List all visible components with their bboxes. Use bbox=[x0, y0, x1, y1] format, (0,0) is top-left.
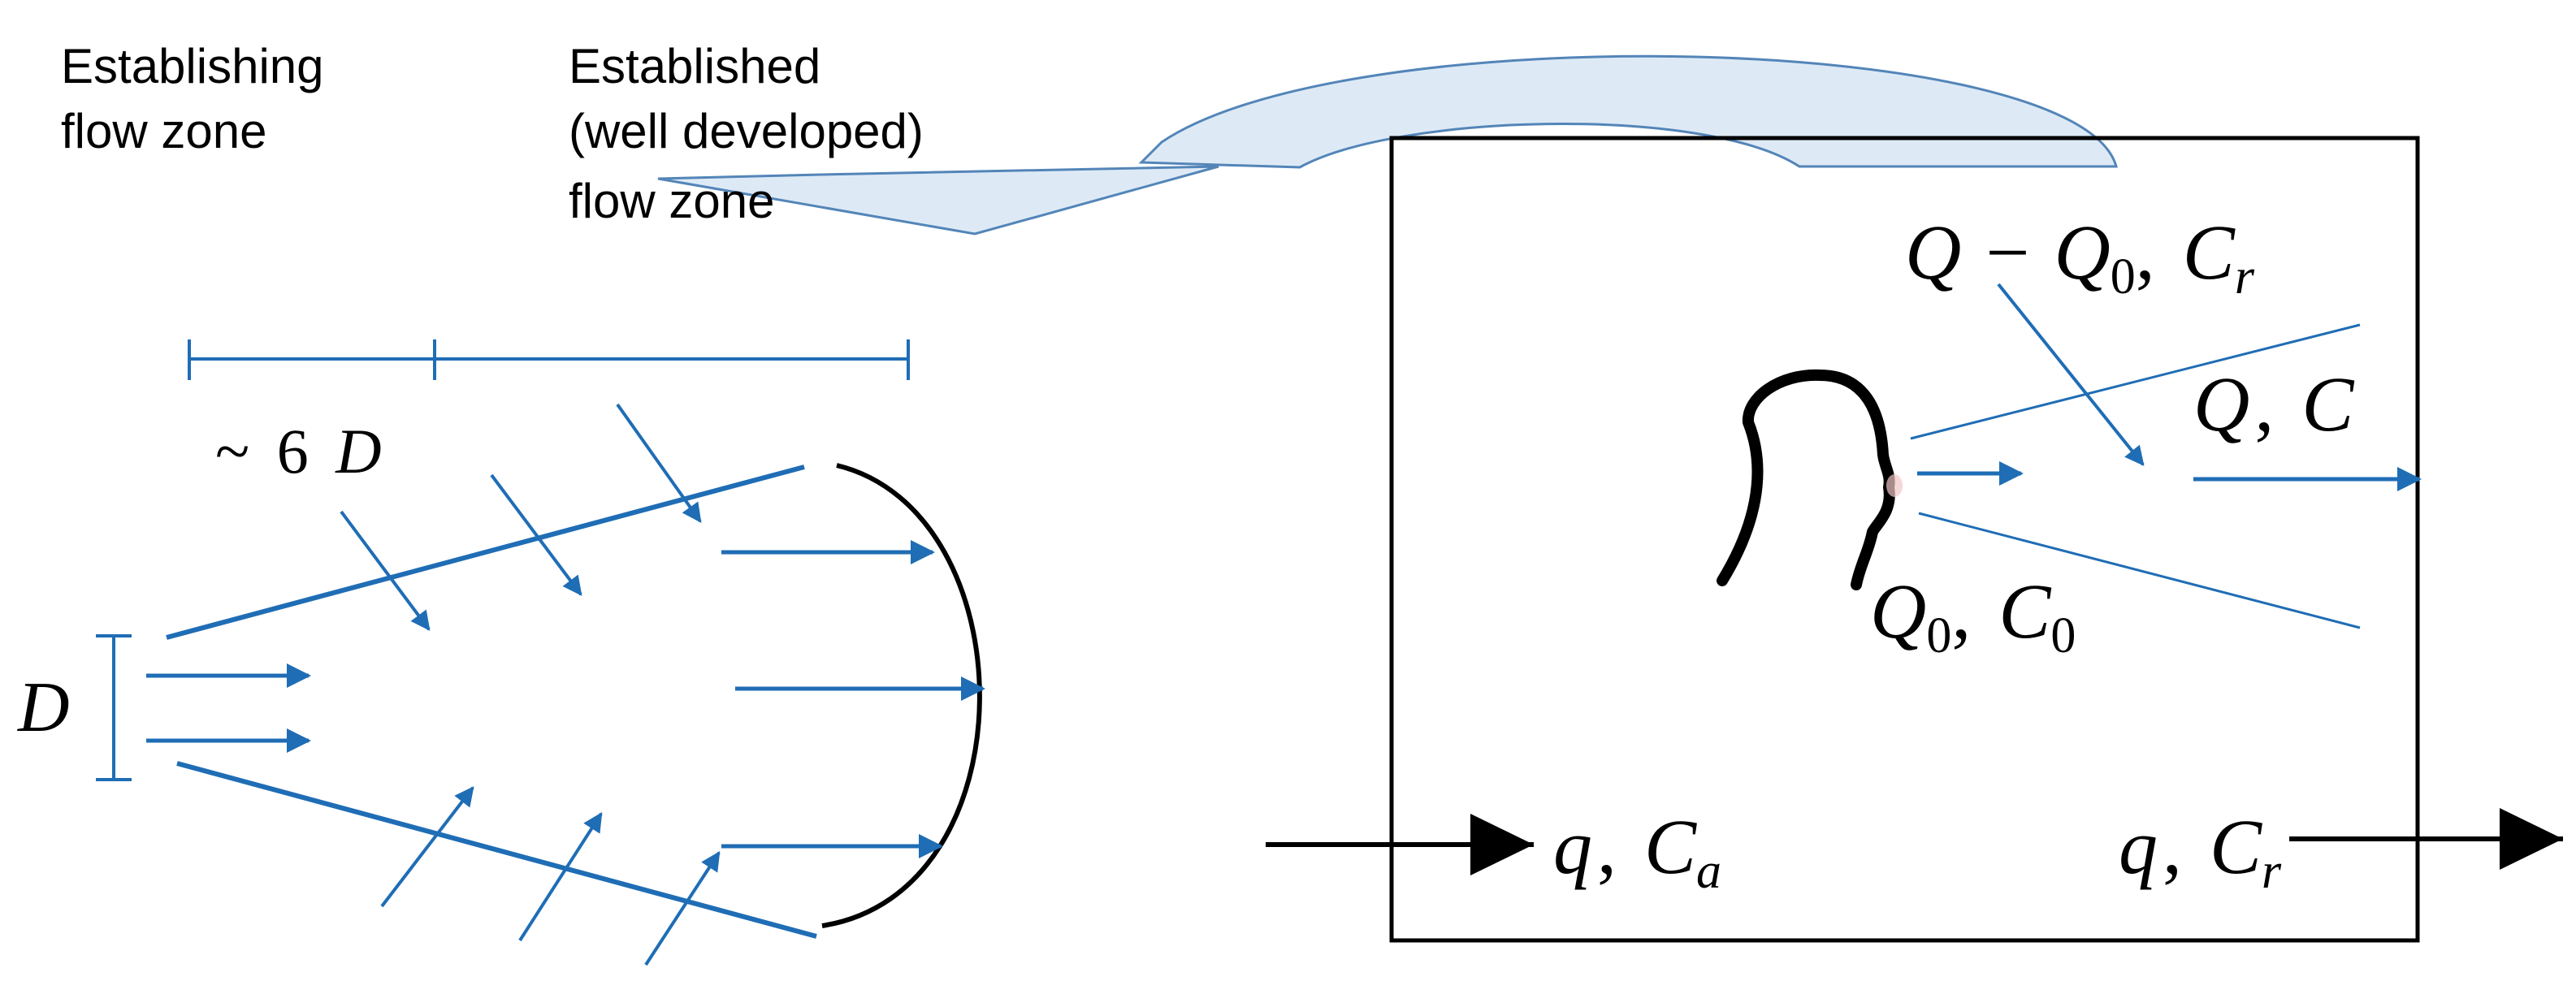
label-q-c: Q, C bbox=[2193, 361, 2354, 447]
established-label-line3: flow zone bbox=[569, 174, 774, 228]
entrainment-arrows-lower bbox=[380, 786, 721, 966]
diameter-label: D bbox=[17, 668, 70, 747]
developed-flow-arrows bbox=[721, 540, 985, 858]
entrainment-inflow-arrow bbox=[1997, 283, 2145, 466]
entrainment-arrows-upper bbox=[340, 403, 702, 631]
person-silhouette bbox=[1717, 369, 1903, 590]
jet-lower-boundary bbox=[176, 761, 817, 939]
jet-upper-boundary bbox=[166, 465, 805, 640]
established-label-line1: Established bbox=[569, 39, 820, 93]
six-d-label: ~ 6 D bbox=[215, 416, 382, 486]
room-airflow-arrows bbox=[1266, 808, 2563, 875]
exhaled-cone bbox=[1910, 323, 2361, 629]
room-box bbox=[1389, 136, 2420, 943]
inlet-arrows bbox=[146, 663, 311, 753]
label-q0-c0: Q0, C0 bbox=[1870, 568, 2076, 663]
establishing-label-line1: Establishing bbox=[61, 39, 324, 93]
callout-curved-arrow bbox=[657, 54, 2118, 236]
established-label-line2: (well developed) bbox=[569, 104, 924, 158]
label-q-ca: q, Ca bbox=[1553, 803, 1721, 899]
length-dimension bbox=[188, 339, 910, 380]
label-q-minus-q0-cr: Q − Q0, Cr bbox=[1905, 209, 2255, 305]
label-q-cr: q, Cr bbox=[2119, 803, 2282, 899]
jet-front-curve bbox=[821, 463, 982, 928]
establishing-label-line2: flow zone bbox=[61, 104, 266, 158]
diameter-dimension bbox=[96, 634, 132, 781]
